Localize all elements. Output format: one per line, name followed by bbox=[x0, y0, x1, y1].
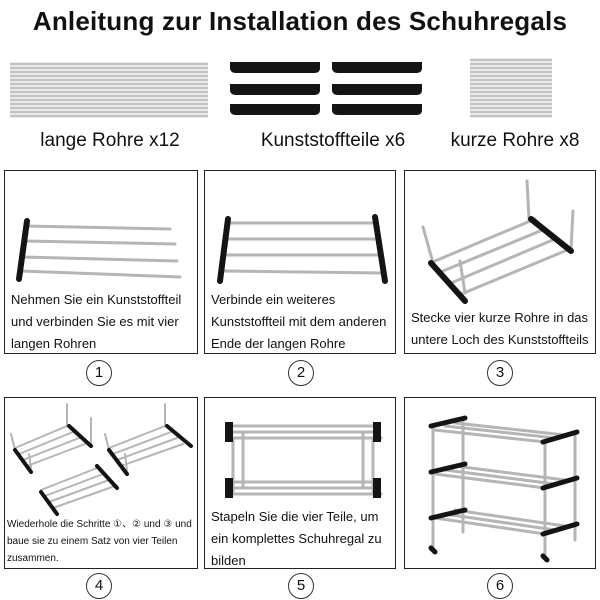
step-1-text: Nehmen Sie ein Kunststoffteil und verbin… bbox=[11, 292, 182, 351]
plastic-parts-label: Kunststoffteile x6 bbox=[260, 130, 406, 151]
step-1-box: Nehmen Sie ein Kunststoffteil und verbin… bbox=[4, 170, 198, 354]
step-4-illustration bbox=[10, 403, 193, 516]
step-5-illustration bbox=[225, 422, 383, 498]
step-5-text: Stapeln Sie die vier Teile, um ein kompl… bbox=[211, 509, 382, 568]
step-1-illustration bbox=[16, 218, 182, 282]
step-1-number: 1 bbox=[86, 360, 112, 386]
long-tubes-image bbox=[10, 62, 208, 118]
short-tubes-image bbox=[470, 58, 552, 118]
step-4-box: Wiederhole die Schritte ①、② und ③ und ba… bbox=[4, 397, 198, 569]
step-3-number: 3 bbox=[487, 360, 513, 386]
step-6-number: 6 bbox=[487, 573, 513, 599]
step-3-illustration bbox=[421, 179, 575, 304]
step-4-text: Wiederhole die Schritte ①、② und ③ und ba… bbox=[7, 519, 192, 564]
step-2-text: Verbinde ein weiteres Kunststoffteil mit… bbox=[211, 292, 387, 351]
step-4-number: 4 bbox=[86, 573, 112, 599]
step-2-box: Verbinde ein weiteres Kunststoffteil mit… bbox=[204, 170, 396, 354]
step-2-number: 2 bbox=[288, 360, 314, 386]
step-3-box: Stecke vier kurze Rohre in das untere Lo… bbox=[404, 170, 596, 354]
plastic-parts-image bbox=[230, 62, 422, 115]
step-6-illustration bbox=[428, 415, 580, 563]
step-5-number: 5 bbox=[288, 573, 314, 599]
step-6-box bbox=[404, 397, 596, 569]
page-title: Anleitung zur Installation des Schuhrega… bbox=[32, 6, 568, 36]
step-3-text: Stecke vier kurze Rohre in das untere Lo… bbox=[411, 310, 589, 347]
short-tubes-label: kurze Rohre x8 bbox=[450, 130, 580, 151]
step-2-illustration bbox=[217, 214, 388, 284]
step-5-box: Stapeln Sie die vier Teile, um ein kompl… bbox=[204, 397, 396, 569]
long-tubes-label: lange Rohre x12 bbox=[40, 130, 180, 151]
